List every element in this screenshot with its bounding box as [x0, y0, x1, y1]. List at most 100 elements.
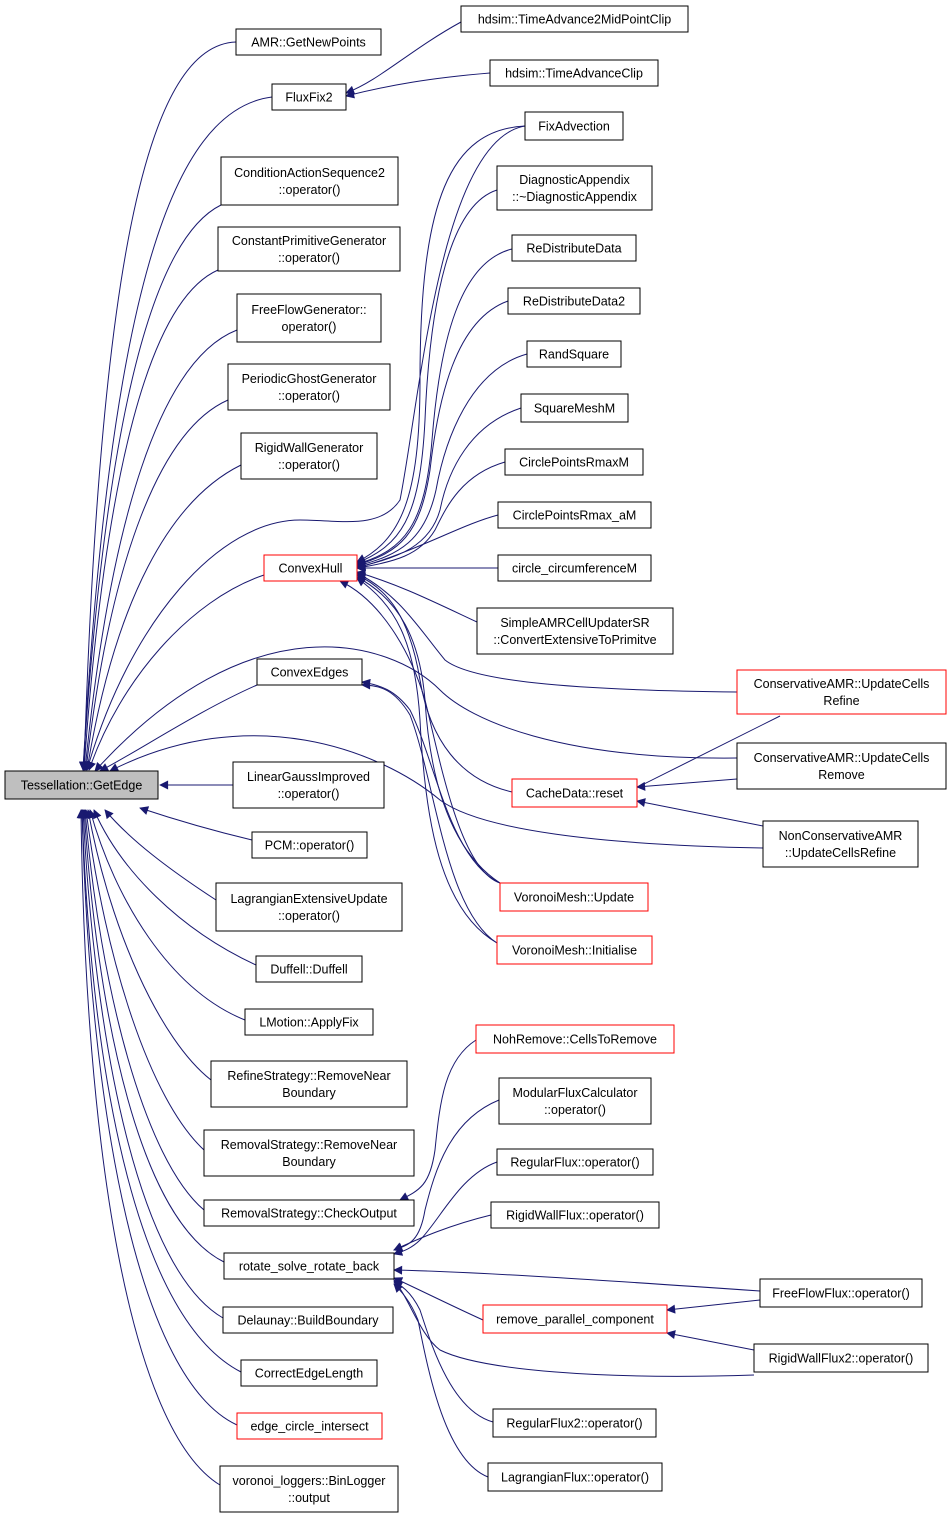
node-convexedges[interactable]: ConvexEdges: [256, 658, 363, 686]
node-timeadvclip[interactable]: hdsim::TimeAdvanceClip: [489, 59, 659, 87]
node-box[interactable]: [240, 1359, 378, 1387]
node-box[interactable]: [263, 554, 358, 582]
node-box[interactable]: [496, 165, 653, 211]
node-modularflux[interactable]: ModularFluxCalculator::operator(): [498, 1077, 652, 1125]
node-condaction[interactable]: ConditionActionSequence2::operator(): [220, 156, 399, 206]
node-box[interactable]: [524, 111, 624, 141]
node-lagrangianflux[interactable]: LagrangianFlux::operator(): [487, 1462, 663, 1492]
node-box[interactable]: [460, 5, 689, 33]
node-convexhull[interactable]: ConvexHull: [263, 554, 358, 582]
node-duffell[interactable]: Duffell::Duffell: [255, 955, 363, 983]
node-midpointclip[interactable]: hdsim::TimeAdvance2MidPointClip: [460, 5, 689, 33]
node-circlermaxa[interactable]: CirclePointsRmax_aM: [497, 501, 652, 529]
node-edgecircle[interactable]: edge_circle_intersect: [236, 1412, 383, 1440]
node-rigidwallgen[interactable]: RigidWallGenerator::operator(): [240, 432, 378, 480]
node-rotate[interactable]: rotate_solve_rotate_back: [223, 1252, 395, 1280]
node-regularflux[interactable]: RegularFlux::operator(): [496, 1148, 654, 1176]
node-box[interactable]: [203, 1199, 415, 1227]
node-delaunay[interactable]: Delaunay::BuildBoundary: [222, 1306, 394, 1334]
node-box[interactable]: [215, 882, 403, 932]
node-box[interactable]: [489, 59, 659, 87]
node-periodicghost[interactable]: PeriodicGhostGenerator::operator(): [227, 363, 391, 411]
node-checkoutput[interactable]: RemovalStrategy::CheckOutput: [203, 1199, 415, 1227]
node-box[interactable]: [227, 363, 391, 411]
node-randsquare[interactable]: RandSquare: [526, 340, 622, 368]
node-squaremesh[interactable]: SquareMeshM: [520, 393, 629, 423]
node-box[interactable]: [232, 761, 385, 809]
node-box[interactable]: [492, 1408, 657, 1438]
node-box[interactable]: [759, 1278, 923, 1308]
node-box[interactable]: [496, 935, 653, 965]
node-box[interactable]: [526, 340, 622, 368]
node-nohremove[interactable]: NohRemove::CellsToRemove: [475, 1024, 675, 1054]
node-box[interactable]: [244, 1008, 374, 1036]
node-box[interactable]: [255, 955, 363, 983]
node-correctedge[interactable]: CorrectEdgeLength: [240, 1359, 378, 1387]
node-voronoiupdate[interactable]: VoronoiMesh::Update: [499, 882, 649, 912]
node-getnewpoints[interactable]: AMR::GetNewPoints: [235, 28, 382, 56]
node-diagnostic[interactable]: DiagnosticAppendix::~DiagnosticAppendix: [496, 165, 653, 211]
node-box[interactable]: [496, 1148, 654, 1176]
node-pcm[interactable]: PCM::operator(): [251, 831, 368, 859]
node-box[interactable]: [223, 1252, 395, 1280]
node-box[interactable]: [499, 882, 649, 912]
node-simpleamr[interactable]: SimpleAMRCellUpdaterSR::ConvertExtensive…: [476, 607, 674, 655]
node-box[interactable]: [520, 393, 629, 423]
node-box[interactable]: [490, 1201, 660, 1229]
node-box[interactable]: [753, 1343, 929, 1373]
node-box[interactable]: [482, 1304, 668, 1334]
node-box[interactable]: [511, 234, 637, 262]
node-cachereset[interactable]: CacheData::reset: [511, 778, 638, 808]
node-removeparallel[interactable]: remove_parallel_component: [482, 1304, 668, 1334]
node-box[interactable]: [497, 554, 652, 582]
node-lagext[interactable]: LagrangianExtensiveUpdate::operator(): [215, 882, 403, 932]
node-box[interactable]: [240, 432, 378, 480]
node-constprim[interactable]: ConstantPrimitiveGenerator::operator(): [217, 226, 401, 272]
node-getedge[interactable]: Tessellation::GetEdge: [4, 770, 159, 800]
node-circlecirc[interactable]: circle_circumferenceM: [497, 554, 652, 582]
node-rigidwallflux[interactable]: RigidWallFlux::operator(): [490, 1201, 660, 1229]
node-rigidwallflux2[interactable]: RigidWallFlux2::operator(): [753, 1343, 929, 1373]
node-redistribute[interactable]: ReDistributeData: [511, 234, 637, 262]
node-voronoiinit[interactable]: VoronoiMesh::Initialise: [496, 935, 653, 965]
node-binlogger[interactable]: voronoi_loggers::BinLogger::output: [219, 1465, 399, 1513]
node-redistribute2[interactable]: ReDistributeData2: [507, 287, 641, 315]
node-box[interactable]: [222, 1306, 394, 1334]
node-box[interactable]: [475, 1024, 675, 1054]
node-box[interactable]: [487, 1462, 663, 1492]
node-box[interactable]: [4, 770, 159, 800]
node-fixadvection[interactable]: FixAdvection: [524, 111, 624, 141]
node-consrefine[interactable]: ConservativeAMR::UpdateCellsRefine: [736, 669, 947, 715]
node-box[interactable]: [219, 1465, 399, 1513]
node-nonconsrefine[interactable]: NonConservativeAMR::UpdateCellsRefine: [762, 820, 919, 868]
node-circlermax[interactable]: CirclePointsRmaxM: [504, 448, 644, 476]
node-box[interactable]: [271, 83, 347, 111]
node-fluxfix2[interactable]: FluxFix2: [271, 83, 347, 111]
node-box[interactable]: [476, 607, 674, 655]
node-box[interactable]: [504, 448, 644, 476]
node-box[interactable]: [220, 156, 399, 206]
node-box[interactable]: [736, 669, 947, 715]
node-freeflowgen[interactable]: FreeFlowGenerator::operator(): [236, 293, 382, 343]
node-box[interactable]: [203, 1129, 415, 1177]
node-box[interactable]: [217, 226, 401, 272]
node-box[interactable]: [736, 742, 947, 790]
node-box[interactable]: [236, 293, 382, 343]
node-regularflux2[interactable]: RegularFlux2::operator(): [492, 1408, 657, 1438]
node-freeflowflux[interactable]: FreeFlowFlux::operator(): [759, 1278, 923, 1308]
node-box[interactable]: [498, 1077, 652, 1125]
node-box[interactable]: [497, 501, 652, 529]
node-box[interactable]: [507, 287, 641, 315]
node-box[interactable]: [256, 658, 363, 686]
node-lineargauss[interactable]: LinearGaussImproved::operator(): [232, 761, 385, 809]
node-box[interactable]: [236, 1412, 383, 1440]
node-box[interactable]: [762, 820, 919, 868]
node-lmotion[interactable]: LMotion::ApplyFix: [244, 1008, 374, 1036]
node-box[interactable]: [210, 1060, 408, 1108]
node-box[interactable]: [235, 28, 382, 56]
node-box[interactable]: [511, 778, 638, 808]
node-box[interactable]: [251, 831, 368, 859]
